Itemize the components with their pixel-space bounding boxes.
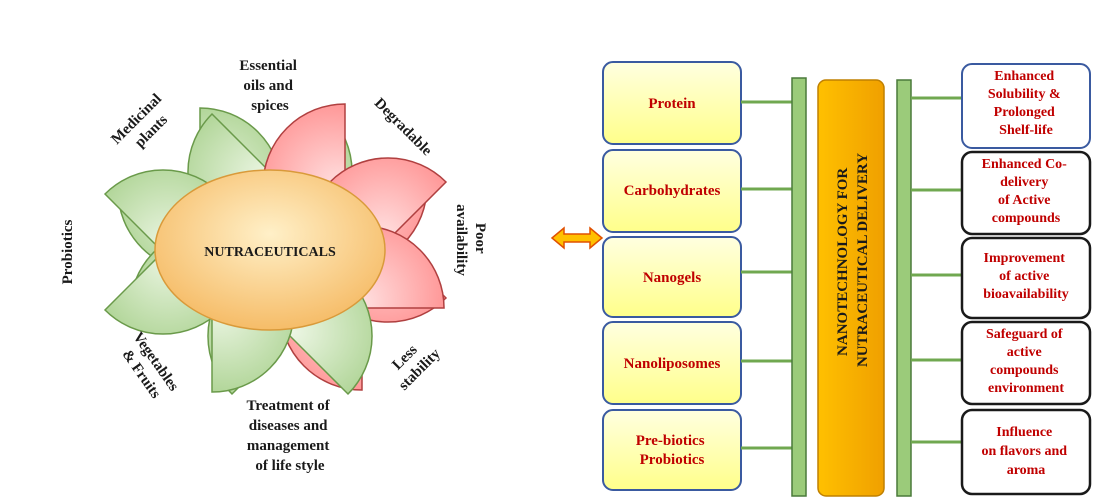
benefit-list: Enhanced Solubility & Prolonged Shelf-li… (960, 63, 1092, 496)
benefit-line: Influence (996, 425, 1052, 440)
material-line: Pre-biotics (636, 433, 705, 449)
petal-label-probiotics: Probiotics (60, 219, 76, 284)
petal-line: Poor (472, 223, 488, 254)
petal-label-less-stability: Less stability (382, 332, 444, 394)
petal-label-poor-availability: Poor availability (453, 204, 488, 276)
benefit-line: environment (988, 381, 1064, 396)
material-line: Nanogels (643, 270, 702, 286)
double-arrow-icon (550, 226, 604, 250)
material-box (602, 321, 742, 405)
petal-label-treatment: Treatment of diseases and management of … (247, 398, 334, 474)
material-box (602, 149, 742, 233)
core-line: NANOTECHNOLOGY FOR (835, 168, 851, 356)
material-box (602, 409, 742, 491)
core-line: NUTRACEUTICAL DELIVERY (855, 153, 871, 367)
core-label: NANOTECHNOLOGY FOR NUTRACEUTICAL DELIVER… (835, 153, 871, 367)
petal-line: spices (251, 98, 289, 114)
benefit-label: Enhanced Solubility & Prolonged Shelf-li… (988, 69, 1064, 138)
benefit-line: compounds (992, 211, 1061, 226)
petal-line: of life style (255, 458, 324, 474)
benefit-box (960, 236, 1092, 320)
petal-line: oils and (243, 78, 293, 94)
benefit-line: bioavailability (983, 287, 1069, 302)
benefit-line: active (1007, 345, 1042, 360)
benefit-line: Safeguard of (986, 327, 1063, 342)
benefit-line: delivery (1000, 175, 1048, 190)
material-label: Carbohydrates (624, 183, 721, 199)
petal-label-medicinal-plants: Medicinal plants (108, 88, 181, 161)
benefit-label: Improvement of active bioavailability (983, 251, 1069, 302)
material-label: Pre-biotics Probiotics (636, 433, 709, 468)
material-line: Carbohydrates (624, 183, 721, 199)
benefit-line: Solubility & (988, 87, 1061, 102)
center-label: NUTRACEUTICALS (204, 245, 336, 260)
benefit-box (960, 150, 1092, 236)
material-line: Nanoliposomes (624, 356, 721, 372)
benefit-box (960, 408, 1092, 496)
material-box (602, 236, 742, 318)
material-list: Protein Carbohydrates Nanogels Nanolipos… (602, 61, 742, 491)
petal-line: availability (453, 204, 469, 276)
petal-line: diseases and (249, 418, 328, 434)
center-ellipse (154, 169, 386, 331)
benefit-line: Enhanced Co- (982, 157, 1068, 172)
benefit-line: Shelf-life (999, 123, 1053, 138)
petal-line: Probiotics (60, 219, 76, 284)
petal-line: management (247, 438, 330, 454)
material-line: Probiotics (640, 452, 705, 468)
petal-label-vegetables-fruits: Vegetables & Fruits (114, 330, 184, 409)
petal-line: Treatment of (247, 398, 331, 414)
left-green-bar (791, 77, 807, 497)
material-label: Nanogels (643, 270, 702, 286)
benefit-line: Prolonged (994, 105, 1055, 120)
right-connectors (911, 96, 962, 444)
petal-line: Degradable (371, 95, 435, 159)
benefit-line: of active (999, 269, 1049, 284)
benefit-line: of Active (998, 193, 1050, 208)
petal-line: Essential (239, 58, 297, 74)
benefit-box (961, 63, 1091, 149)
petal-label-degradable: Degradable (371, 95, 435, 159)
benefit-label: Safeguard of active compounds environmen… (986, 327, 1066, 396)
benefit-label: Enhanced Co- delivery of Active compound… (982, 157, 1071, 226)
benefit-box (960, 320, 1092, 406)
left-connectors (741, 100, 792, 450)
material-label: Nanoliposomes (624, 356, 721, 372)
benefit-line: aroma (1007, 463, 1046, 478)
material-line: Protein (648, 96, 696, 112)
material-label: Protein (648, 96, 696, 112)
core-bar (817, 79, 885, 497)
benefit-line: on flavors and (981, 444, 1067, 459)
right-green-bar (896, 79, 912, 497)
benefit-line: compounds (990, 363, 1059, 378)
petal-label-essential-oils: Essential oils and spices (239, 58, 300, 114)
benefit-label: Influence on flavors and aroma (981, 425, 1070, 478)
benefit-line: Improvement (984, 251, 1066, 266)
benefit-line: Enhanced (994, 69, 1054, 84)
